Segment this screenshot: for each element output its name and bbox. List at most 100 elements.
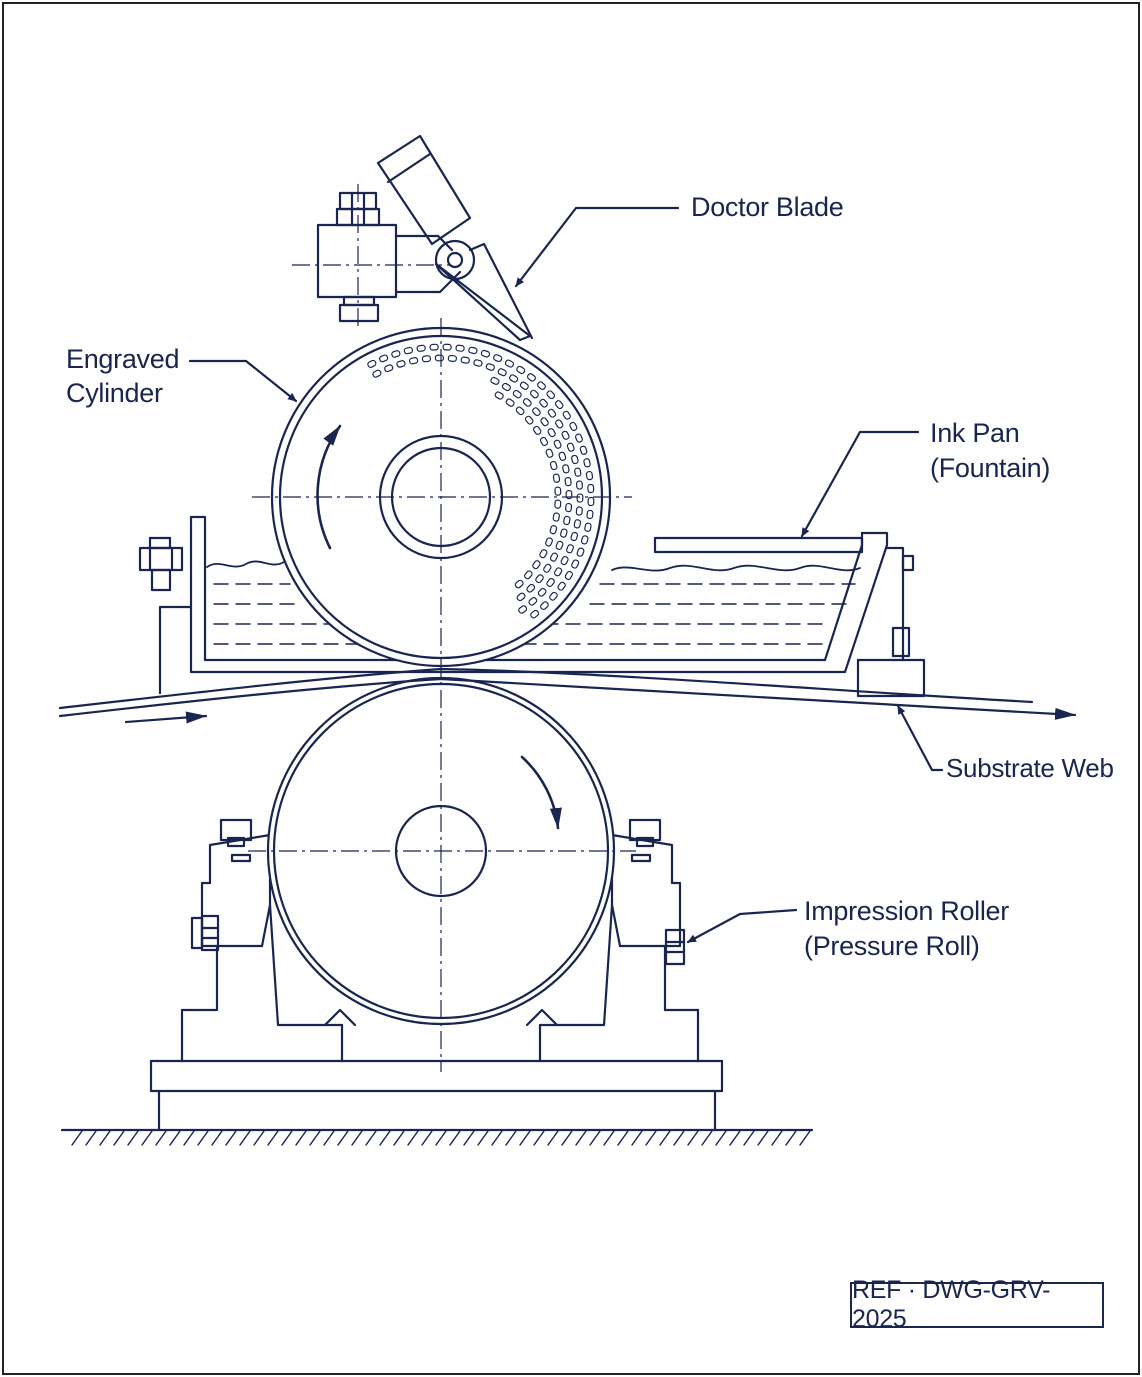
engraved-cell: [570, 531, 579, 542]
engraved-cell: [468, 346, 478, 355]
ground-hatch-mark: [561, 1130, 573, 1146]
engraved-cell: [540, 417, 549, 427]
engraved-cell: [543, 563, 552, 573]
ground-hatch-mark: [197, 1130, 209, 1146]
ground-hatch-mark: [771, 1130, 783, 1146]
ground-hatch-mark: [323, 1130, 335, 1146]
engraved-cell: [566, 544, 574, 554]
ground-hatch-mark: [337, 1130, 349, 1146]
ground-hatch-mark: [799, 1130, 811, 1146]
ground-hatch-mark: [295, 1130, 307, 1146]
leader-substrate-web: [896, 704, 944, 772]
ground-hatch-mark: [309, 1130, 321, 1146]
engraved-cell: [545, 448, 554, 458]
engraved-cell: [509, 374, 519, 383]
engraved-cell: [416, 344, 426, 352]
engraved-cell: [535, 574, 544, 584]
ground-hatch-mark: [743, 1130, 755, 1146]
impression-roller-label-line1: Impression Roller: [804, 896, 1009, 926]
ground-hatch-mark: [393, 1130, 405, 1146]
engraved-cell: [584, 522, 592, 532]
ground-hatch-mark: [603, 1130, 615, 1146]
ground-hatch-mark: [99, 1130, 111, 1146]
engraved-cell: [586, 509, 594, 520]
leader-doctor-blade: [514, 206, 680, 288]
engraved-cell: [493, 354, 503, 363]
substrate-web: [58, 667, 1077, 724]
ground-hatch-mark: [645, 1130, 657, 1146]
engraved-cell: [537, 587, 547, 597]
ground-hatch-mark: [421, 1130, 433, 1146]
ground-hatch-mark: [449, 1130, 461, 1146]
engraved-cell: [524, 415, 534, 425]
engraved-cell: [574, 467, 582, 477]
ground-hatch-mark: [715, 1130, 727, 1146]
engraved-cell: [555, 419, 564, 429]
engraved-cell: [560, 556, 569, 566]
engraved-cell: [559, 528, 568, 538]
engraved-cell: [529, 389, 539, 399]
engraved-cell: [566, 442, 575, 452]
engraved-cell: [587, 483, 595, 494]
ground-hatch-mark: [617, 1130, 629, 1146]
engraved-cylinder-label-line2: Cylinder: [66, 378, 163, 408]
engraved-cell: [587, 496, 595, 507]
ground-hatch-mark: [785, 1130, 797, 1146]
engraved-cell: [553, 439, 562, 449]
substrate-web-label: Substrate Web: [946, 753, 1114, 783]
engraved-cell: [434, 354, 444, 362]
ground-hatch-mark: [281, 1130, 293, 1146]
ground-hatch-mark: [365, 1130, 377, 1146]
engraved-cell: [557, 581, 566, 591]
ground-line: [60, 1128, 814, 1146]
engraved-cell: [571, 559, 580, 569]
impression-roller-label-line2: (Pressure Roll): [804, 931, 980, 961]
engraved-cell: [576, 547, 585, 557]
engraved-cell: [494, 391, 504, 400]
engraved-cell: [580, 535, 589, 545]
engraved-cell: [504, 359, 515, 368]
engraved-cell: [562, 410, 571, 420]
ground-hatch-mark: [267, 1130, 279, 1146]
engraved-cell: [569, 421, 578, 431]
engraved-cell: [532, 425, 542, 435]
engraved-cell: [516, 592, 526, 602]
ground-hatch-mark: [239, 1130, 251, 1146]
engraved-cell: [473, 359, 483, 367]
leader-ink-pan: [800, 430, 920, 538]
doctor-blade-assembly: [316, 134, 534, 342]
engraved-cell: [564, 477, 572, 487]
engraved-cell: [545, 537, 553, 547]
engraved-cell: [384, 364, 394, 373]
engraved-cell: [442, 343, 452, 351]
engraved-cell: [553, 567, 563, 577]
ground-hatch-mark: [407, 1130, 419, 1146]
engraved-cell: [576, 493, 584, 503]
engraved-cell: [367, 359, 377, 368]
engraved-cell: [554, 499, 562, 509]
ground-hatch-mark: [701, 1130, 713, 1146]
engraved-cell: [518, 605, 528, 614]
engraved-cell: [391, 350, 401, 358]
engraved-cell: [573, 519, 582, 529]
ground-hatch-mark: [505, 1130, 517, 1146]
engraved-cell: [528, 597, 538, 606]
engraved-cell: [565, 502, 573, 513]
engraved-cell: [549, 525, 558, 535]
ground-hatch-mark: [169, 1130, 181, 1146]
doctor-blade-label: Doctor Blade: [691, 192, 844, 222]
engraved-cell: [501, 382, 511, 392]
engraved-cell: [561, 430, 570, 440]
ground-hatch-mark: [687, 1130, 699, 1146]
engraved-cell: [549, 591, 558, 601]
engraved-cell: [429, 343, 439, 351]
engraved-cell: [447, 354, 457, 362]
drawing-reference: REF · DWG-GRV-2025: [850, 1276, 1104, 1333]
engraved-cell: [485, 363, 495, 371]
engraved-cell: [579, 445, 588, 455]
engraved-cell: [546, 578, 555, 587]
ground-hatch-mark: [547, 1130, 559, 1146]
ground-hatch-mark: [71, 1130, 83, 1146]
engraved-cell: [539, 549, 548, 559]
engraved-cell: [372, 369, 382, 378]
